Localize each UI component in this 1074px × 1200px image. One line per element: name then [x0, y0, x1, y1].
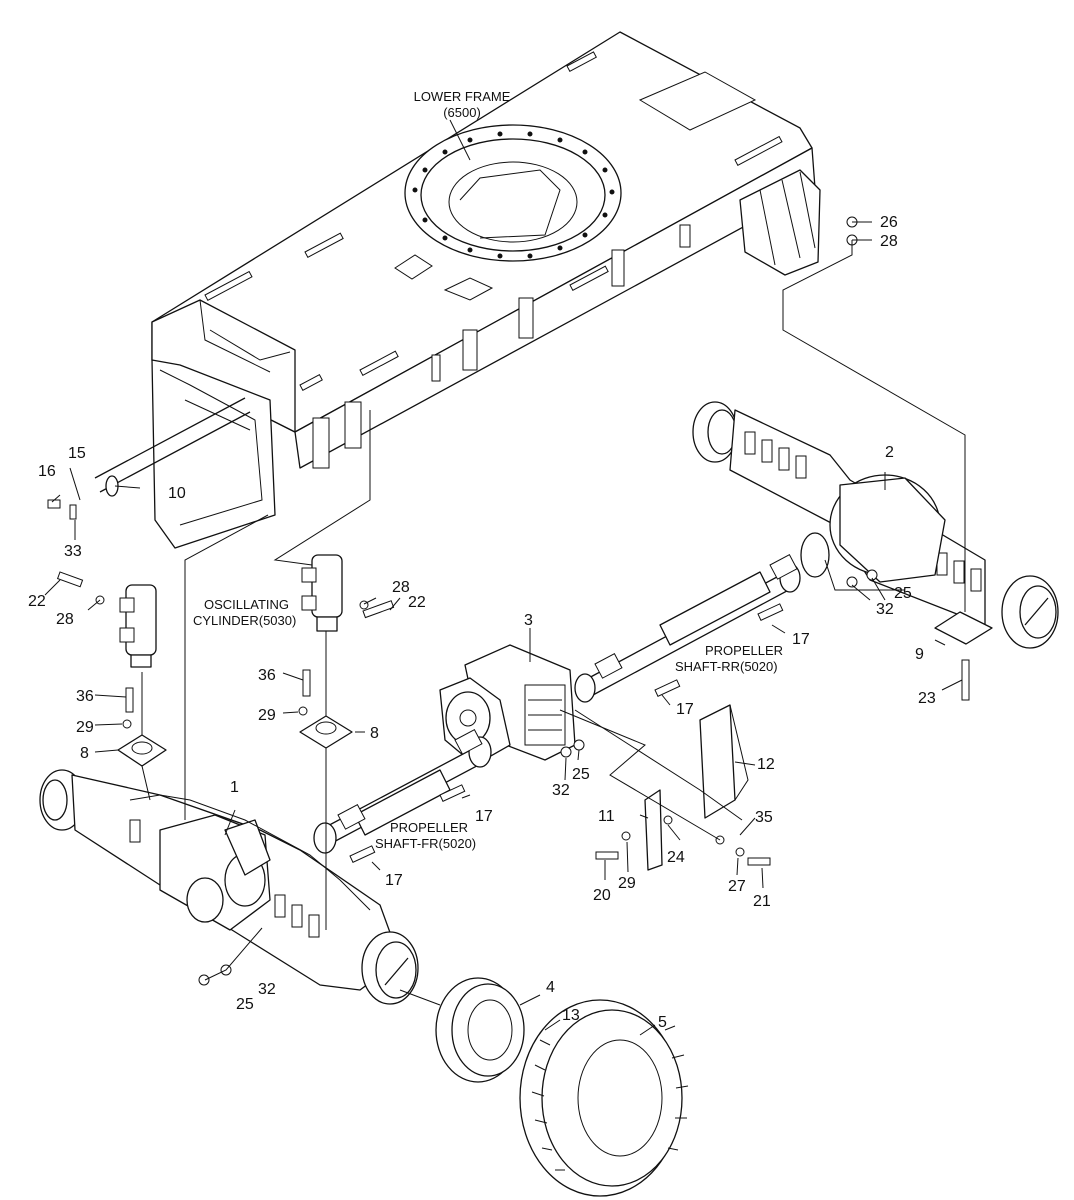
callout-32: 32 [552, 782, 570, 799]
callout-29: 29 [258, 707, 276, 724]
callout-numbers: 26 28 2 15 16 10 33 22 28 28 22 32 25 3 … [28, 214, 936, 1031]
callout-4: 4 [546, 979, 555, 996]
callout-35: 35 [755, 809, 773, 826]
leader-lines [44, 119, 966, 1036]
plate-8-right [299, 715, 353, 749]
wheel-rim [435, 977, 525, 1083]
callout-8: 8 [370, 725, 379, 742]
bracket-11 [644, 789, 663, 871]
plate-9 [934, 611, 993, 645]
tire-tread [531, 1025, 689, 1171]
tire [519, 999, 689, 1197]
callout-10: 10 [168, 485, 186, 502]
callout-25: 25 [894, 585, 912, 602]
callout-24: 24 [667, 849, 685, 866]
callout-1: 1 [230, 779, 239, 796]
callout-25: 25 [236, 996, 254, 1013]
lower-frame-code: (6500) [443, 105, 481, 120]
callout-12: 12 [757, 756, 775, 773]
callout-28: 28 [392, 579, 410, 596]
callout-13: 13 [562, 1007, 580, 1024]
callout-25: 25 [572, 766, 590, 783]
callout-23: 23 [918, 690, 936, 707]
callout-8: 8 [80, 745, 89, 762]
callout-28: 28 [880, 233, 898, 250]
callout-17: 17 [792, 631, 810, 648]
bolts [47, 216, 970, 1041]
callout-36: 36 [258, 667, 276, 684]
callout-17: 17 [475, 808, 493, 825]
callout-29: 29 [76, 719, 94, 736]
propeller-shaft-fr-code: SHAFT-FR(5020) [375, 836, 476, 851]
callout-36: 36 [76, 688, 94, 705]
bearing-bolt-holes [412, 131, 615, 259]
lower-frame [94, 31, 821, 549]
callout-32: 32 [258, 981, 276, 998]
oscillating-cylinder-code: CYLINDER(5030) [193, 613, 296, 628]
plate-8-left [117, 734, 167, 767]
propeller-shaft-rr-label: PROPELLER [705, 643, 783, 658]
callout-22: 22 [28, 593, 46, 610]
callout-26: 26 [880, 214, 898, 231]
callout-17: 17 [676, 701, 694, 718]
front-axle-ribs [129, 819, 320, 938]
callout-28: 28 [56, 611, 74, 628]
callout-33: 33 [64, 543, 82, 560]
callout-9: 9 [915, 646, 924, 663]
callout-5: 5 [658, 1014, 667, 1031]
callout-22: 22 [408, 594, 426, 611]
lower-frame-label: LOWER FRAME [414, 89, 511, 104]
callout-21: 21 [753, 893, 771, 910]
callout-3: 3 [524, 612, 533, 629]
callout-27: 27 [728, 878, 746, 895]
oscillating-cylinder-left [119, 584, 157, 668]
propeller-shaft-fr [313, 728, 492, 854]
propeller-shaft-fr-label: PROPELLER [390, 820, 468, 835]
front-axle [39, 769, 419, 1005]
oscillating-cylinder-label: OSCILLATING [204, 597, 289, 612]
callout-2: 2 [885, 444, 894, 461]
rear-axle [692, 401, 1059, 649]
callout-16: 16 [38, 463, 56, 480]
propeller-shaft-rr [574, 553, 801, 703]
callout-29: 29 [618, 875, 636, 892]
callout-32: 32 [876, 601, 894, 618]
bracket-12 [699, 704, 749, 819]
propeller-shaft-rr-code: SHAFT-RR(5020) [675, 659, 778, 674]
oscillating-cylinder-right [301, 554, 343, 632]
callout-15: 15 [68, 445, 86, 462]
callout-17: 17 [385, 872, 403, 889]
callout-11: 11 [598, 808, 615, 825]
callout-20: 20 [593, 887, 611, 904]
